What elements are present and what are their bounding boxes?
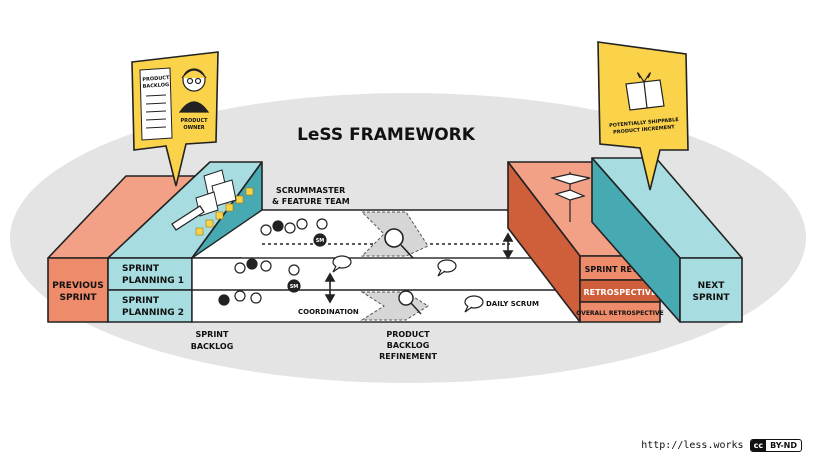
scrummaster-badge: SM	[290, 284, 299, 290]
product-owner-label-2: OWNER	[183, 125, 204, 131]
product-owner-label-1: PRODUCT	[180, 118, 208, 124]
product-backlog-label-2: BACKLOG	[142, 82, 169, 90]
sprint-planning-1-label-1: SPRINT	[122, 264, 160, 274]
next-sprint-label-1: NEXT	[698, 281, 726, 291]
previous-sprint-label-1: PREVIOUS	[52, 281, 103, 291]
sprint-lanes	[189, 209, 583, 323]
scrummaster-label-2: & FEATURE TEAM	[272, 197, 350, 206]
sprint-review-label: SPRINT REVIEW	[585, 265, 656, 274]
pbr-label-3: REFINEMENT	[379, 352, 437, 361]
product-backlog-label-1: PRODUCT	[142, 75, 170, 83]
increment-label-2: PRODUCT INCREMENT	[613, 124, 676, 135]
product-backlog-list-icon	[139, 67, 173, 141]
next-sprint-block	[591, 157, 743, 323]
sprint-planning-1-label-2: PLANNING 1	[122, 276, 184, 286]
sprint-backlog-label-2: BACKLOG	[191, 342, 234, 351]
license-badge[interactable]: cc BY-ND	[749, 439, 802, 452]
feature-team-people	[218, 218, 328, 306]
retrospective-label: RETROSPECTIVE	[583, 288, 656, 297]
increment-card	[597, 41, 689, 191]
license-text: BY-ND	[770, 441, 797, 450]
magnifier-icon	[398, 290, 422, 315]
sprint-backlog-label-1: SPRINT	[196, 330, 229, 339]
signpost-icon	[549, 172, 591, 222]
overall-retrospective-label: OVERALL RETROSPECTIVE	[576, 310, 664, 317]
product-owner-icon	[178, 68, 210, 113]
footer: http://less.works cc BY-ND	[641, 439, 802, 452]
scrummaster-badge: SM	[316, 238, 325, 244]
pen-icon	[171, 205, 205, 231]
magnifier-icon	[384, 228, 414, 259]
daily-scrum-label: DAILY SCRUM	[486, 300, 539, 308]
gift-box-icon	[625, 72, 665, 111]
sprint-planning-2-label-1: SPRINT	[122, 296, 160, 306]
double-arrow-icon	[324, 232, 514, 304]
speech-bubble-icon	[332, 255, 484, 313]
previous-sprint-label-2: SPRINT	[59, 293, 97, 303]
diagram-title: LeSS FRAMEWORK	[297, 125, 476, 145]
next-sprint-label-2: SPRINT	[692, 293, 730, 303]
sprint-planning-2-label-2: PLANNING 2	[122, 308, 184, 318]
scrummaster-label-1: SCRUMMASTER	[276, 186, 345, 195]
coordination-label: COORDINATION	[298, 308, 359, 316]
footer-url[interactable]: http://less.works	[641, 440, 744, 451]
cc-icon: cc	[750, 440, 767, 451]
pbr-label-2: BACKLOG	[387, 341, 430, 350]
pbr-label-1: PRODUCT	[386, 330, 430, 339]
